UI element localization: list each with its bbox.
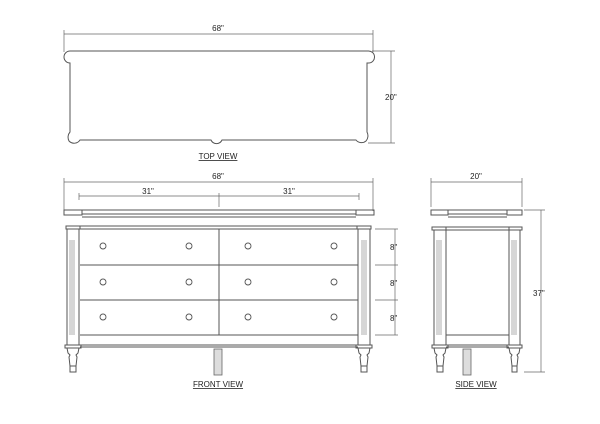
- top-view: 68" 20" TOP VIEW: [63, 24, 397, 161]
- drawer-knob: [330, 242, 338, 250]
- front-left-post: [64, 229, 82, 373]
- drawer-knob: [244, 313, 252, 321]
- top-view-title: TOP VIEW: [199, 152, 238, 161]
- top-depth-label: 20": [385, 93, 397, 102]
- drawer-knob: [330, 313, 338, 321]
- drawer-height-label: 8": [390, 314, 397, 323]
- drawer-knob: [185, 313, 193, 321]
- front-width-label: 68": [212, 172, 224, 181]
- drawer-knob: [185, 278, 193, 286]
- drawer-knob: [99, 242, 107, 250]
- drawer-height-dims: 8" 8" 8": [375, 228, 398, 336]
- drawer-knob: [244, 278, 252, 286]
- drawer-height-label: 8": [390, 243, 397, 252]
- center-leg: [213, 348, 223, 376]
- front-view: 68" 31" 31": [63, 172, 398, 389]
- front-right-post: [355, 229, 373, 373]
- drawer-knob: [185, 242, 193, 250]
- drawer-knob: [99, 278, 107, 286]
- side-depth-label: 20": [470, 172, 482, 181]
- top-width-label: 68": [212, 24, 224, 33]
- side-view-title: SIDE VIEW: [455, 380, 497, 389]
- front-view-title: FRONT VIEW: [193, 380, 244, 389]
- side-center-leg: [462, 348, 472, 376]
- drawer-knob: [244, 242, 252, 250]
- drawer-grid: [80, 229, 358, 348]
- top-outline: [63, 50, 375, 145]
- drawer-knob: [99, 313, 107, 321]
- side-view: 20": [430, 172, 545, 389]
- drawer-height-label: 8": [390, 279, 397, 288]
- front-right-section-label: 31": [283, 187, 295, 196]
- drawer-knob: [330, 278, 338, 286]
- side-height-label: 37": [533, 289, 545, 298]
- front-left-section-label: 31": [142, 187, 154, 196]
